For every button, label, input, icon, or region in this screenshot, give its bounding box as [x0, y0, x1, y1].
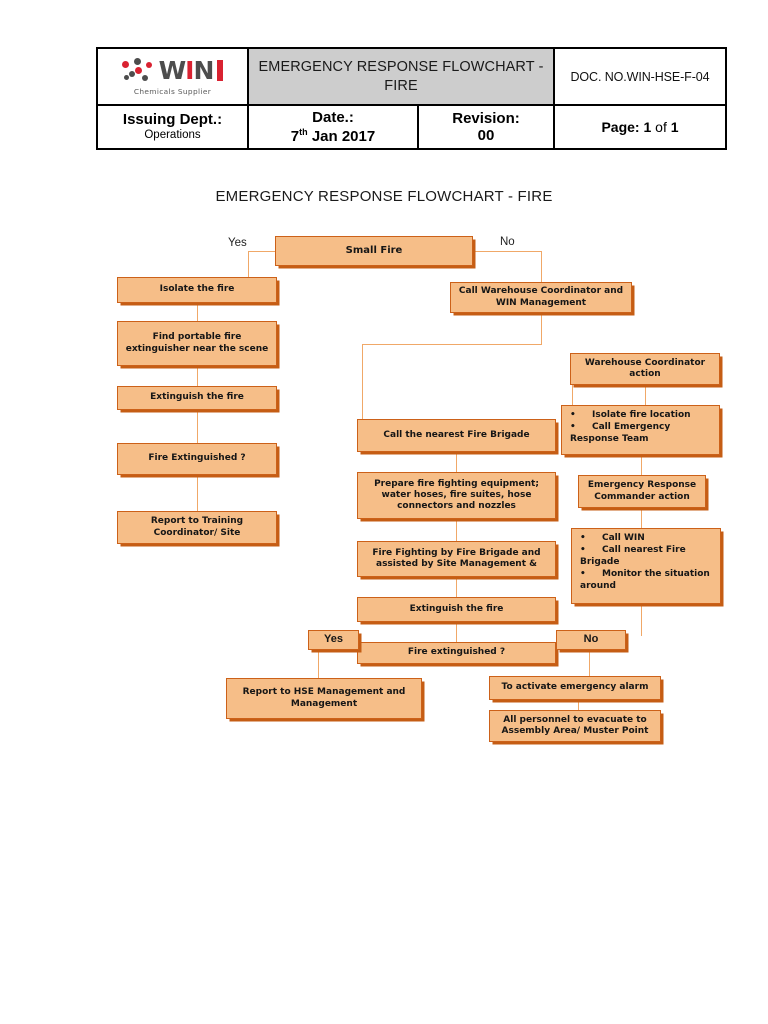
connector-alarm-evac [578, 700, 579, 710]
connector-left-1 [197, 302, 198, 322]
revision-value: 00 [477, 127, 495, 144]
logo-letter-w: W [158, 56, 187, 85]
bullet-dot-icon: • [570, 410, 576, 420]
bullet-item: • Isolate fire location [570, 410, 713, 422]
date-day: 7 [290, 127, 300, 145]
connector-bottom-no-down [589, 650, 590, 677]
node-fire-extinguished-mid[interactable]: Fire extinguished ? [357, 642, 556, 664]
bullet-dot-icon: • [580, 568, 586, 579]
node-report-hse[interactable]: Report to HSE Management and Management [226, 678, 422, 719]
node-extinguish-fire-mid[interactable]: Extinguish the fire [357, 597, 556, 622]
document-number-cell: DOC. NO.WIN-HSE-F-04 [553, 49, 725, 104]
connector-left-3 [197, 409, 198, 443]
node-activate-alarm[interactable]: To activate emergency alarm [489, 676, 661, 700]
connector-warehouse-down [541, 312, 542, 344]
bullet-text: Monitor the situation around [580, 568, 710, 591]
issuing-dept-value: Operations [144, 128, 201, 141]
node-erc-bullets[interactable]: •Call WIN •Call nearest Fire Brigade •Mo… [571, 528, 721, 604]
bullet-dot-icon: • [580, 544, 586, 555]
connector-left-4 [197, 475, 198, 511]
bullet-text: Isolate fire location [592, 410, 691, 420]
node-prepare-equipment[interactable]: Prepare fire fighting equipment; water h… [357, 472, 556, 519]
logo-accent-bar [217, 60, 224, 81]
node-call-warehouse[interactable]: Call Warehouse Coordinator and WIN Manag… [450, 282, 632, 313]
connector-wh-bul-bottom [572, 455, 641, 456]
date-label: Date.: [312, 109, 354, 127]
node-evacuate[interactable]: All personnel to evacuate to Assembly Ar… [489, 710, 661, 742]
node-fire-fighting[interactable]: Fire Fighting by Fire Brigade and assist… [357, 541, 556, 577]
bullet-text: Call nearest Fire Brigade [580, 544, 686, 567]
connector-smallfire-left-down [248, 251, 249, 279]
connector-smallfire-left [248, 251, 276, 252]
connector-erc-down [641, 508, 642, 528]
page-current: 1 [643, 119, 652, 135]
node-label-no-bottom[interactable]: No [556, 630, 626, 650]
date-month-year: Jan 2017 [311, 127, 376, 145]
document-number: DOC. NO.WIN-HSE-F-04 [570, 69, 710, 84]
label-yes-top: Yes [228, 237, 247, 249]
page-total: 1 [670, 119, 679, 135]
node-report-training[interactable]: Report to Training Coordinator/ Site [117, 511, 277, 544]
connector-wh-action-down [645, 385, 646, 405]
bullet-dot-icon: • [580, 533, 586, 543]
connector-mid-3 [456, 577, 457, 597]
logo-letter-n: N [193, 56, 214, 85]
bullet-item: •Call Emergency Response Team [570, 422, 713, 446]
node-warehouse-bullets[interactable]: • Isolate fire location •Call Emergency R… [561, 405, 720, 455]
bullet-item: •Monitor the situation around [580, 569, 714, 593]
node-small-fire[interactable]: Small Fire [275, 236, 473, 266]
revision-label: Revision: [452, 109, 520, 127]
node-find-extinguisher[interactable]: Find portable fire extinguisher near the… [117, 321, 277, 366]
connector-warehouse-split [362, 344, 542, 345]
bullet-text: Call WIN [602, 533, 645, 543]
label-no-top: No [500, 236, 515, 248]
bullet-dot-icon: • [570, 421, 576, 432]
page-label: Page: [601, 119, 640, 135]
bullet-item: • Call WIN [580, 533, 714, 545]
page-indicator: Page: 1 of 1 [601, 119, 678, 135]
node-fire-extinguished-left[interactable]: Fire Extinguished ? [117, 443, 277, 475]
header-row-bottom: Issuing Dept.: Operations Date.: 7th Jan… [98, 104, 725, 148]
date-cell: Date.: 7th Jan 2017 [247, 106, 417, 148]
connector-smallfire-right-down [541, 251, 542, 283]
document-title: EMERGENCY RESPONSE FLOWCHART - FIRE [258, 58, 544, 94]
connector-left-2 [197, 366, 198, 386]
page-of-word: of [655, 119, 667, 135]
page-cell: Page: 1 of 1 [553, 106, 725, 148]
connector-mid-2 [456, 519, 457, 541]
node-extinguish-fire-left[interactable]: Extinguish the fire [117, 386, 277, 410]
issuing-dept-cell: Issuing Dept.: Operations [98, 106, 247, 148]
connector-mid-4 [456, 622, 457, 642]
revision-cell: Revision: 00 [417, 106, 553, 148]
node-erc-action[interactable]: Emergency Response Commander action [578, 475, 706, 508]
connector-mid-1 [456, 452, 457, 472]
flowchart-title: EMERGENCY RESPONSE FLOWCHART - FIRE [215, 188, 553, 205]
document-title-cell: EMERGENCY RESPONSE FLOWCHART - FIRE [247, 49, 553, 104]
connector-bottom-yes-down [318, 650, 319, 678]
connector-erc-bul-down [641, 604, 642, 636]
logo-tagline: Chemicals Supplier [133, 86, 212, 96]
connector-to-erc [641, 455, 642, 475]
node-warehouse-coordinator-action[interactable]: Warehouse Coordinator action [570, 353, 720, 385]
connector-smallfire-right [474, 251, 542, 252]
connector-to-brigade [362, 344, 363, 419]
issuing-dept-label: Issuing Dept.: [122, 111, 223, 129]
node-call-brigade[interactable]: Call the nearest Fire Brigade [357, 419, 556, 452]
logo-letter-i: I [185, 56, 194, 85]
bullet-item: •Call nearest Fire Brigade [580, 545, 714, 569]
bullet-text: Call Emergency Response Team [570, 421, 671, 444]
molecule-icon [121, 57, 156, 84]
node-isolate-fire[interactable]: Isolate the fire [117, 277, 277, 303]
date-value: 7th Jan 2017 [291, 127, 375, 145]
node-label-yes-bottom[interactable]: Yes [308, 630, 359, 650]
date-ordinal: th [299, 126, 308, 137]
